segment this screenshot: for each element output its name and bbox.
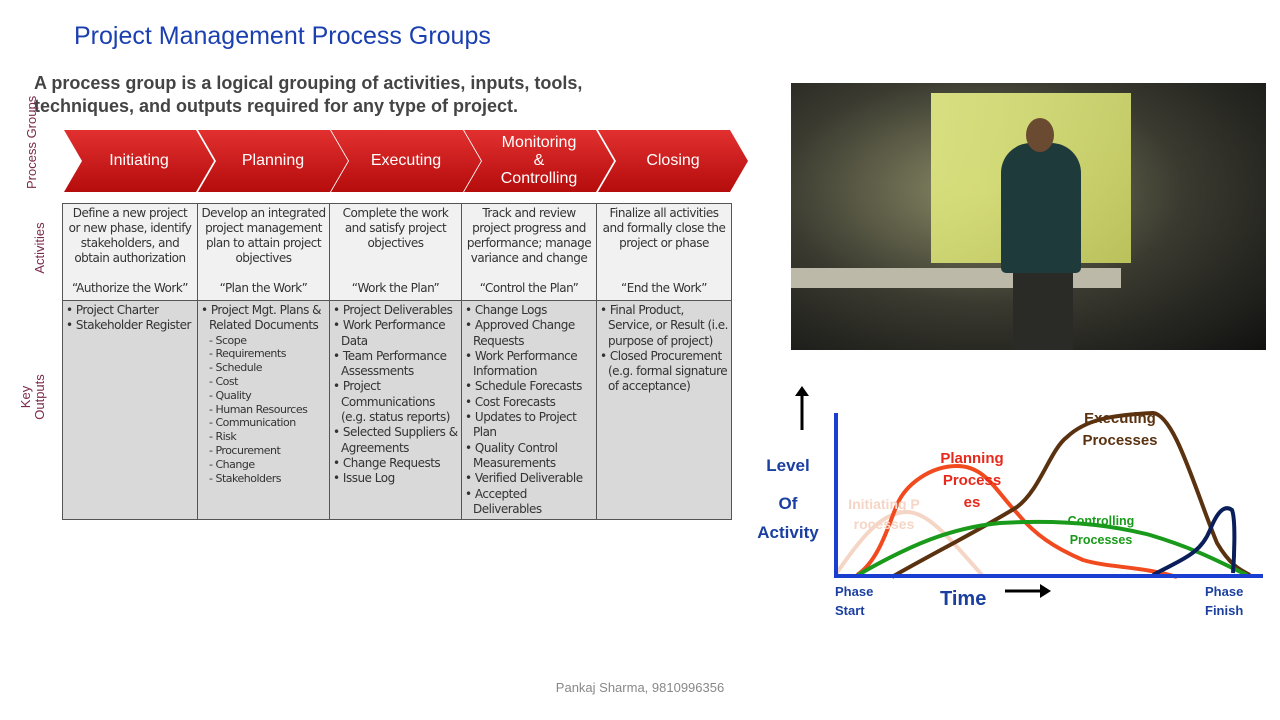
executing-curve [890, 410, 1251, 579]
output-item: Final Product, Service, or Result (i.e. … [600, 303, 729, 349]
phase-start-line: Phase [835, 584, 874, 599]
output-subitem: Scope [201, 334, 326, 348]
output-item: Issue Log [333, 471, 458, 486]
x-axis-label: Time [940, 588, 987, 610]
output-item: Selected Suppliers & Agreements [333, 425, 458, 456]
planning-label: Planning Processes [940, 450, 1004, 511]
output-item: Stakeholder Register [66, 318, 194, 333]
output-subitem: Communication [201, 416, 326, 430]
phase-finish-line: Finish [1205, 603, 1244, 618]
process-group-3: Monitoring & Controlling [464, 130, 614, 192]
output-item: Work Performance Data [333, 318, 458, 349]
output-item: Team Performance Assessments [333, 349, 458, 380]
output-item: Updates to Project Plan [465, 410, 593, 441]
process-group-4: Closing [598, 130, 748, 192]
key-outputs-row: Project CharterStakeholder RegisterProje… [62, 299, 732, 521]
output-item: Change Requests [333, 456, 458, 471]
controlling-label: Controlling Processes [1067, 514, 1135, 547]
motto: “Plan the Work” [219, 281, 308, 295]
output-subitem: Human Resources [201, 403, 326, 417]
output-subitem: Cost [201, 375, 326, 389]
closing-curve [1152, 506, 1237, 577]
output-item: Quality Control Measurements [465, 441, 593, 472]
y-label-line: Of [778, 494, 798, 513]
right-arrow-head [1040, 584, 1051, 598]
presenter-video [791, 83, 1266, 350]
initiating-label: Initiating Processes [848, 496, 920, 532]
activity-cell: Develop an integrated project management… [197, 203, 330, 301]
activity-text: Track and review project progress and pe… [466, 206, 592, 265]
activity-cell: Finalize all activities and formally clo… [596, 203, 732, 301]
presenter-legs [1013, 273, 1073, 350]
initiating-curve [834, 509, 984, 577]
activity-cell: Define a new project or new phase, ident… [62, 203, 198, 301]
process-group-1: Planning [198, 130, 348, 192]
activity-cell: Complete the work and satisfy project ob… [329, 203, 462, 301]
intro-text: A process group is a logical grouping of… [34, 73, 583, 116]
activity-text: Finalize all activities and formally clo… [602, 206, 726, 250]
activity-text: Complete the work and satisfy project ob… [342, 206, 449, 250]
motto: “Control the Plan” [479, 281, 579, 295]
output-subitem: Risk [201, 430, 326, 444]
y-axis-label: Level Of [760, 447, 816, 523]
output-subitem: Quality [201, 389, 326, 403]
outputs-cell: Project CharterStakeholder Register [62, 299, 198, 521]
presenter [1001, 143, 1081, 273]
outputs-cell: Final Product, Service, or Result (i.e. … [596, 299, 732, 521]
controlling-curve [857, 519, 1248, 577]
outputs-cell: Project DeliverablesWork Performance Dat… [329, 299, 462, 521]
activity-text: Define a new project or new phase, ident… [68, 206, 192, 265]
activities-row: Define a new project or new phase, ident… [62, 203, 732, 301]
footer-credit: Pankaj Sharma, 9810996356 [555, 680, 725, 695]
output-item: Project Communications (e.g. status repo… [333, 379, 458, 425]
output-item: Verified Deliverable [465, 471, 593, 486]
activity-text: Develop an integrated project management… [201, 206, 326, 265]
process-groups-table: Define a new project or new phase, ident… [62, 203, 732, 521]
motto: “Work the Plan” [351, 281, 440, 295]
motto: “End the Work” [621, 281, 707, 295]
phase-finish-line: Phase [1205, 584, 1244, 599]
presenter-head [1026, 118, 1054, 152]
slide-title: Project Management Process Groups [74, 22, 491, 50]
output-item: Accepted Deliverables [465, 487, 593, 518]
output-item: Project Mgt. Plans & Related Documents [201, 303, 326, 334]
output-subitem: Procurement [201, 444, 326, 458]
output-subitem: Schedule [201, 361, 326, 375]
planning-curve [855, 463, 1178, 579]
output-subitem: Stakeholders [201, 472, 326, 486]
output-item: Project Deliverables [333, 303, 458, 318]
output-subitem: Change [201, 458, 326, 472]
motto: “Authorize the Work” [71, 281, 189, 295]
output-item: Approved Change Requests [465, 318, 593, 349]
output-item: Work Performance Information [465, 349, 593, 380]
y-label-line: Activity [757, 523, 819, 542]
output-item: Schedule Forecasts [465, 379, 593, 394]
activity-cell: Track and review project progress and pe… [461, 203, 597, 301]
output-item: Change Logs [465, 303, 593, 318]
executing-label: Executing Processes [1082, 410, 1158, 449]
up-arrow-head [795, 386, 809, 396]
outputs-cell: Change LogsApproved Change RequestsWork … [461, 299, 597, 521]
phase-start-line: Start [835, 603, 865, 618]
output-item: Cost Forecasts [465, 395, 593, 410]
output-subitem: Requirements [201, 347, 326, 361]
process-group-2: Executing [331, 130, 481, 192]
y-label-line: Level [766, 456, 810, 475]
output-item: Closed Procurement (e.g. formal signatur… [600, 349, 728, 395]
outputs-cell: Project Mgt. Plans & Related DocumentsSc… [197, 299, 330, 521]
process-group-0: Initiating [64, 130, 214, 192]
output-item: Project Charter [66, 303, 194, 318]
